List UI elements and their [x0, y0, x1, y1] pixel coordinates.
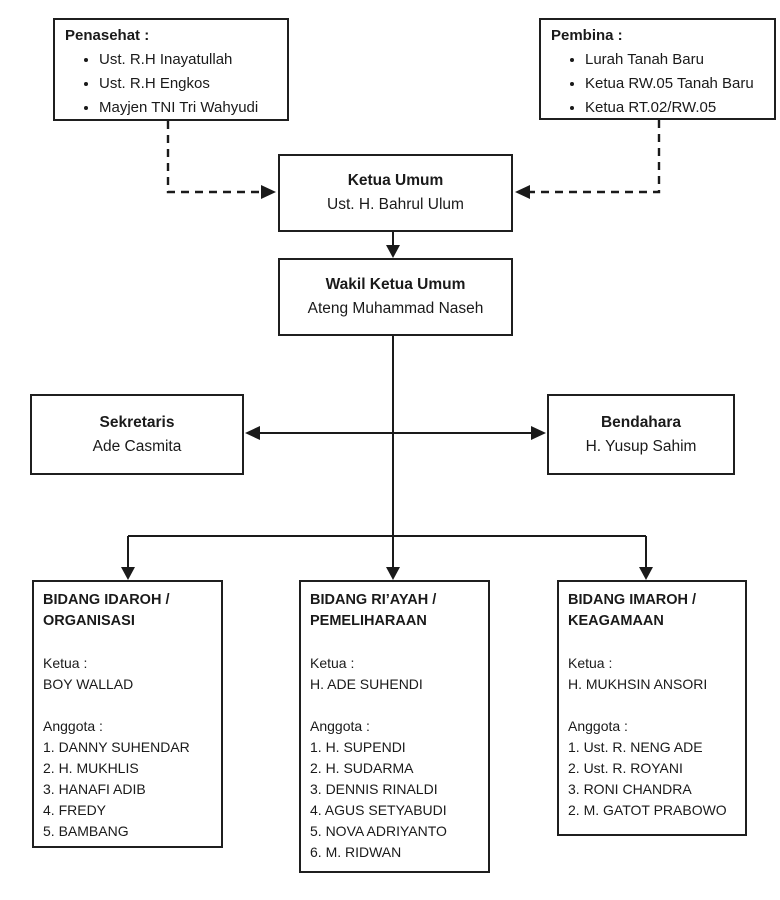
bidang-idaroh-title-line2: ORGANISASI: [43, 613, 135, 629]
member-item: 3. HANAFI ADIB: [43, 781, 146, 797]
member-item: 1. DANNY SUHENDAR: [43, 739, 190, 755]
member-item: 3. DENNIS RINALDI: [310, 781, 438, 797]
pembina-item: Ketua RW.05 Tanah Baru: [585, 72, 766, 96]
pembina-item: Lurah Tanah Baru: [585, 48, 766, 72]
penasehat-box: Penasehat : Ust. R.H Inayatullah Ust. R.…: [53, 18, 289, 121]
bidang-riayah-box: BIDANG RI’AYAH / PEMELIHARAAN Ketua : H.…: [299, 580, 490, 873]
member-item: 6. M. RIDWAN: [310, 844, 402, 860]
arrowhead-into-ketua-left: [261, 185, 276, 199]
pembina-box: Pembina : Lurah Tanah Baru Ketua RW.05 T…: [539, 18, 776, 120]
connector-branch-to-bidang: [127, 535, 647, 568]
bidang-imaroh-box: BIDANG IMAROH / KEAGAMAAN Ketua : H. MUK…: [557, 580, 747, 836]
bendahara-title: Bendahara: [600, 413, 682, 431]
penasehat-list: Ust. R.H Inayatullah Ust. R.H Engkos May…: [63, 48, 279, 120]
penasehat-item: Mayjen TNI Tri Wahyudi: [99, 96, 279, 120]
ketua-label: Ketua :: [43, 655, 88, 671]
member-item: 2. H. SUDARMA: [310, 760, 414, 776]
bidang-riayah-title-line2: PEMELIHARAAN: [310, 613, 427, 629]
anggota-label: Anggota :: [568, 718, 628, 734]
arrowhead-into-bidang-middle: [386, 567, 400, 580]
member-item: 4. AGUS SETYABUDI: [310, 802, 447, 818]
sekretaris-name: Ade Casmita: [92, 437, 182, 455]
bendahara-name: H. Yusup Sahim: [585, 437, 697, 455]
member-item: 2. H. MUKHLIS: [43, 760, 139, 776]
bidang-idaroh-members: 1. DANNY SUHENDAR 2. H. MUKHLIS 3. HANAF…: [43, 737, 212, 842]
arrowhead-into-bendahara: [531, 426, 546, 440]
bidang-riayah-ketua: H. ADE SUHENDI: [310, 676, 423, 692]
penasehat-title: Penasehat :: [65, 27, 150, 44]
ketua-label: Ketua :: [310, 655, 355, 671]
ketua-umum-box: Ketua Umum Ust. H. Bahrul Ulum: [278, 154, 513, 232]
bidang-idaroh-box: BIDANG IDAROH / ORGANISASI Ketua : BOY W…: [32, 580, 223, 848]
dashed-connector-penasehat: [166, 121, 262, 194]
ketua-umum-name: Ust. H. Bahrul Ulum: [327, 196, 464, 213]
ketua-umum-title: Ketua Umum: [347, 172, 444, 189]
member-item: 2. Ust. R. ROYANI: [568, 760, 683, 776]
bendahara-box: Bendahara H. Yusup Sahim: [547, 394, 735, 475]
bidang-riayah-members: 1. H. SUPENDI 2. H. SUDARMA 3. DENNIS RI…: [310, 737, 479, 863]
bidang-imaroh-title-line1: BIDANG IMAROH /: [568, 592, 697, 608]
wakil-ketua-umum-name: Ateng Muhammad Naseh: [307, 300, 484, 317]
pembina-item: Ketua RT.02/RW.05: [585, 96, 766, 120]
wakil-ketua-umum-title: Wakil Ketua Umum: [325, 276, 466, 293]
member-item: 1. H. SUPENDI: [310, 739, 406, 755]
bidang-riayah-title-line1: BIDANG RI’AYAH /: [310, 592, 437, 608]
anggota-label: Anggota :: [43, 718, 103, 734]
bidang-idaroh-title-line1: BIDANG IDAROH /: [43, 592, 170, 608]
wakil-ketua-umum-box: Wakil Ketua Umum Ateng Muhammad Naseh: [278, 258, 513, 336]
member-item: 2. M. GATOT PRABOWO: [568, 802, 727, 818]
penasehat-item: Ust. R.H Engkos: [99, 72, 279, 96]
arrowhead-into-bidang-right: [639, 567, 653, 580]
arrowhead-into-wakil: [386, 245, 400, 258]
dashed-connector-pembina: [528, 120, 661, 194]
bidang-imaroh-ketua: H. MUKHSIN ANSORI: [568, 676, 708, 692]
sekretaris-box: Sekretaris Ade Casmita: [30, 394, 244, 475]
member-item: 4. FREDY: [43, 802, 107, 818]
arrowhead-into-ketua-right: [515, 185, 530, 199]
pembina-list: Lurah Tanah Baru Ketua RW.05 Tanah Baru …: [549, 48, 766, 120]
bidang-imaroh-title-line2: KEAGAMAAN: [568, 613, 664, 629]
member-item: 1. Ust. R. NENG ADE: [568, 739, 703, 755]
sekretaris-title: Sekretaris: [99, 413, 175, 431]
penasehat-item: Ust. R.H Inayatullah: [99, 48, 279, 72]
pembina-title: Pembina :: [551, 27, 623, 44]
member-item: 3. RONI CHANDRA: [568, 781, 692, 797]
member-item: 5. NOVA ADRIYANTO: [310, 823, 447, 839]
arrowhead-into-sekretaris: [245, 426, 260, 440]
bidang-imaroh-members: 1. Ust. R. NENG ADE 2. Ust. R. ROYANI 3.…: [568, 737, 736, 821]
bidang-idaroh-ketua: BOY WALLAD: [43, 676, 134, 692]
arrowhead-into-bidang-left: [121, 567, 135, 580]
anggota-label: Anggota :: [310, 718, 370, 734]
member-item: 5. BAMBANG: [43, 823, 129, 839]
ketua-label: Ketua :: [568, 655, 613, 671]
